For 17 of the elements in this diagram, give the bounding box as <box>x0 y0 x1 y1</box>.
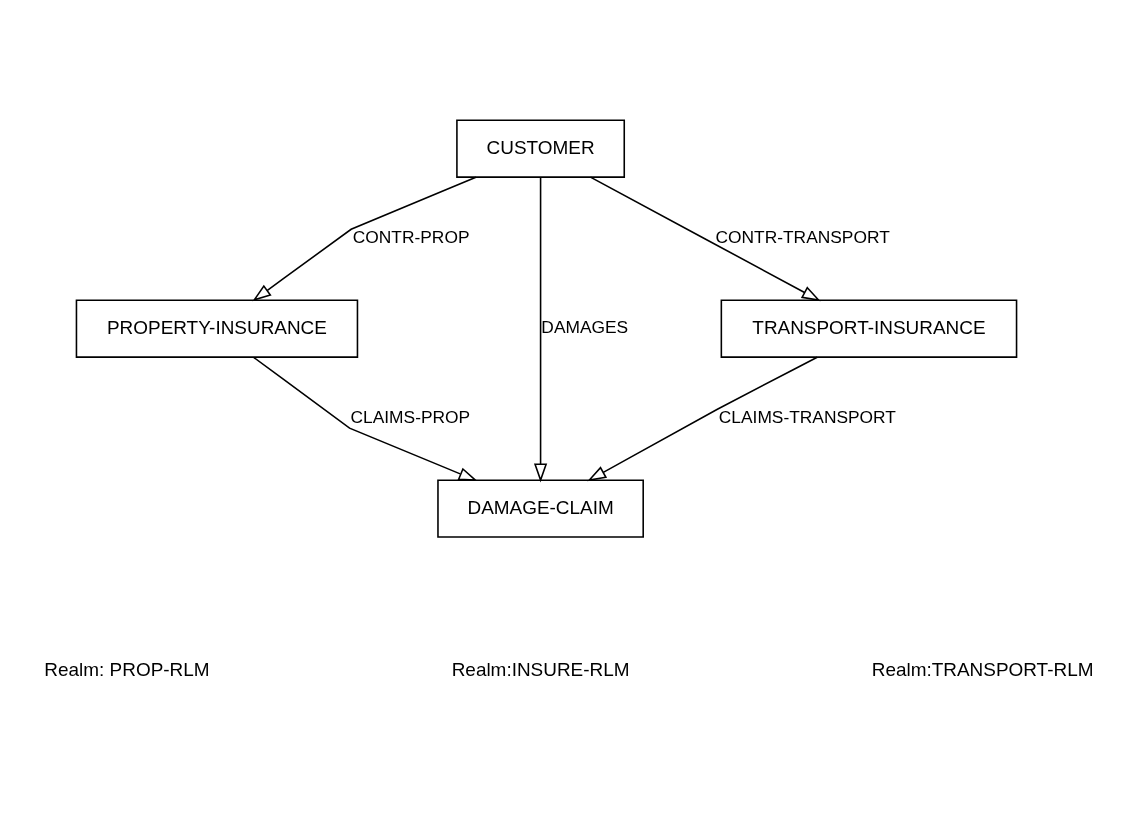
arrow <box>589 175 821 301</box>
label: Realm:INSURE-RLM <box>451 658 630 680</box>
arrow <box>533 176 548 482</box>
edge-label: DAMAGES <box>541 316 629 337</box>
node-box: DAMAGE-CLAIM <box>437 478 644 538</box>
arrow <box>252 175 477 301</box>
arrow <box>587 355 818 481</box>
node-box: CUSTOMER <box>456 119 626 178</box>
edge-label: CONTR-TRANSPORT <box>715 226 890 247</box>
edge-label: CLAIMS-PROP <box>350 406 471 427</box>
arrow <box>253 356 478 481</box>
edge-label: CLAIMS-TRANSPORT <box>718 406 896 427</box>
node-box: PROPERTY-INSURANCE <box>75 299 359 358</box>
node-box: TRANSPORT-INSURANCE <box>720 299 1018 358</box>
label: Realm:TRANSPORT-RLM <box>871 658 1094 680</box>
label: Realm: PROP-RLM <box>44 658 210 680</box>
edge-label: CONTR-PROP <box>352 226 470 247</box>
